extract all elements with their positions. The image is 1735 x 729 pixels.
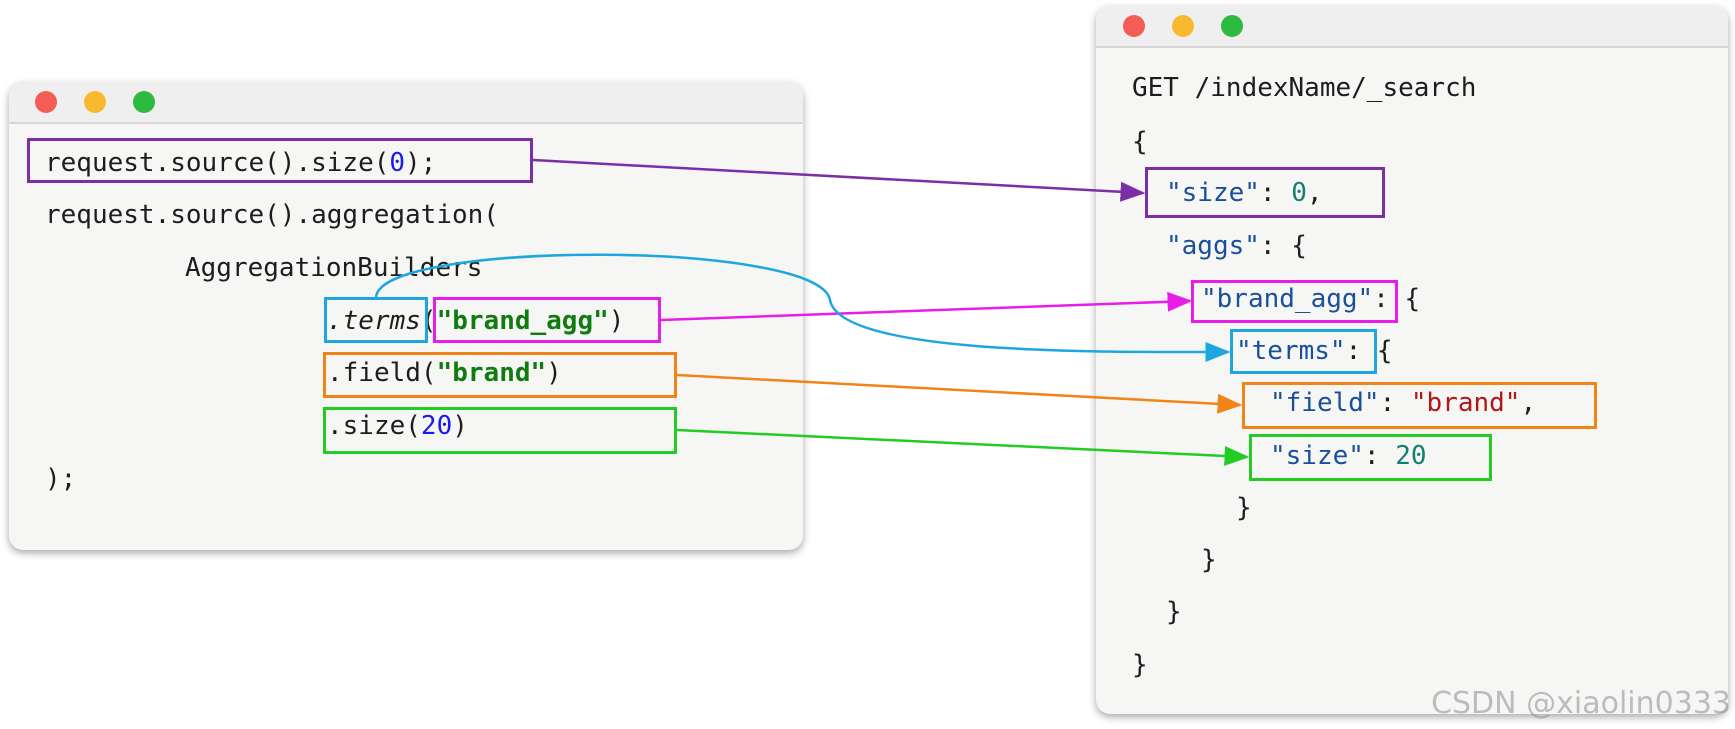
code-method: .terms bbox=[327, 306, 421, 336]
highlight-java-field bbox=[323, 352, 677, 398]
json-key: "size" bbox=[1270, 441, 1364, 471]
window-titlebar bbox=[9, 82, 803, 124]
arrow-size20 bbox=[676, 428, 1250, 466]
dsl-terms-line: "terms": { bbox=[1236, 336, 1393, 366]
json-key: "field" bbox=[1270, 388, 1380, 418]
dsl-aggs-line: "aggs": { bbox=[1166, 231, 1307, 261]
json-number: 0 bbox=[1291, 178, 1307, 208]
code-text: ( bbox=[420, 306, 437, 336]
json-punct: : { bbox=[1259, 231, 1307, 261]
dsl-field-line: "field": "brand", bbox=[1270, 388, 1536, 418]
maximize-dot-icon[interactable] bbox=[1221, 15, 1243, 37]
maximize-dot-icon[interactable] bbox=[133, 91, 155, 113]
minimize-dot-icon[interactable] bbox=[84, 91, 106, 113]
java-line-terms: .terms("brand_agg") bbox=[327, 306, 624, 336]
arrow-terms bbox=[374, 253, 1231, 363]
json-key: "aggs" bbox=[1166, 231, 1260, 261]
dsl-open-brace: { bbox=[1132, 127, 1148, 157]
highlight-java-size20 bbox=[323, 407, 677, 454]
highlight-dsl-terms bbox=[1230, 329, 1377, 374]
minimize-dot-icon[interactable] bbox=[1172, 15, 1194, 37]
window-titlebar bbox=[1096, 6, 1728, 48]
dsl-agg-name-line: "brand_agg": { bbox=[1201, 284, 1420, 314]
json-punct: : bbox=[1379, 388, 1411, 418]
code-text: ) bbox=[452, 411, 468, 441]
dsl-size-line: "size": 0, bbox=[1166, 178, 1323, 208]
json-punct: : bbox=[1363, 441, 1396, 471]
json-key: "size" bbox=[1166, 178, 1260, 208]
java-line-size: request.source().size(0); bbox=[45, 148, 436, 178]
code-string: "brand_agg" bbox=[436, 306, 609, 336]
java-line-size20: .size(20) bbox=[327, 411, 468, 441]
highlight-dsl-field bbox=[1242, 382, 1597, 429]
json-punct: , bbox=[1306, 178, 1323, 208]
json-punct: : { bbox=[1345, 336, 1393, 366]
highlight-java-brand-agg bbox=[433, 297, 661, 343]
dsl-size20-line: "size": 20 bbox=[1270, 441, 1427, 471]
json-string: "brand" bbox=[1410, 388, 1521, 418]
highlight-dsl-brand-agg bbox=[1191, 280, 1398, 323]
java-code-window bbox=[9, 82, 803, 550]
close-dot-icon[interactable] bbox=[1123, 15, 1145, 37]
dsl-request-line: GET /indexName/_search bbox=[1132, 73, 1477, 103]
highlight-dsl-size bbox=[1145, 167, 1385, 218]
code-text: .field( bbox=[327, 358, 437, 388]
code-number: 20 bbox=[420, 411, 453, 441]
watermark: CSDN @xiaolin0333 bbox=[1431, 686, 1731, 721]
json-key: "terms" bbox=[1236, 336, 1346, 366]
code-number: 0 bbox=[389, 148, 406, 178]
highlight-dsl-size20 bbox=[1249, 434, 1492, 481]
json-key: "brand_agg" bbox=[1201, 284, 1374, 314]
code-text: ) bbox=[608, 306, 625, 336]
dsl-close-brace: } bbox=[1201, 545, 1217, 575]
json-punct: , bbox=[1520, 388, 1537, 418]
arrow-field bbox=[676, 373, 1243, 414]
highlight-java-terms bbox=[324, 297, 428, 343]
json-punct: : { bbox=[1373, 284, 1421, 314]
highlight-java-size0 bbox=[27, 138, 533, 183]
code-text: ); bbox=[405, 148, 437, 178]
dsl-close-brace: } bbox=[1236, 493, 1252, 523]
close-dot-icon[interactable] bbox=[35, 91, 57, 113]
java-line-field: .field("brand") bbox=[327, 358, 562, 388]
code-text: ) bbox=[546, 358, 562, 388]
json-punct: : bbox=[1259, 178, 1292, 208]
dsl-close-brace: } bbox=[1166, 597, 1182, 627]
arrow-size bbox=[532, 158, 1146, 202]
dsl-close-brace: } bbox=[1132, 650, 1148, 680]
arrow-brand-agg bbox=[660, 291, 1193, 322]
java-line-close: ); bbox=[45, 464, 77, 494]
code-text: request.source().size( bbox=[45, 148, 390, 178]
json-number: 20 bbox=[1395, 441, 1427, 471]
code-text: .size( bbox=[327, 411, 421, 441]
code-string: "brand" bbox=[436, 358, 547, 388]
java-line-aggregation: request.source().aggregation( bbox=[45, 200, 499, 230]
dsl-code-window bbox=[1096, 6, 1728, 714]
